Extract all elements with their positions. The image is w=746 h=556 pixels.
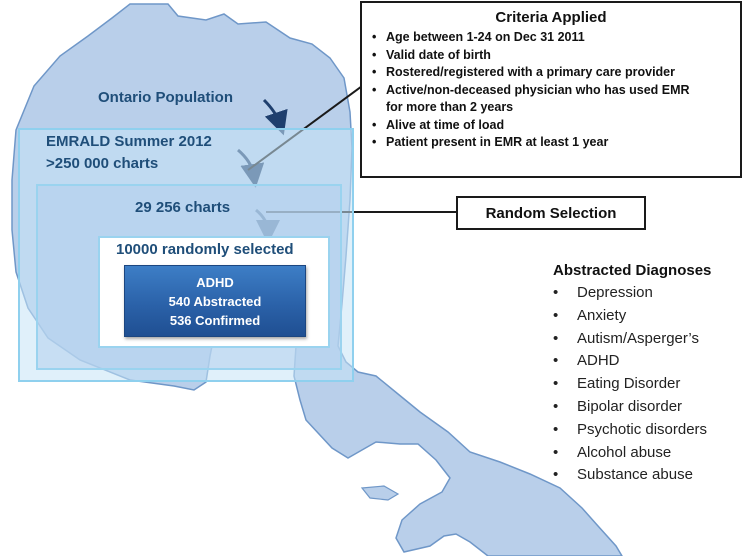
emrald-title: EMRALD Summer 2012 <box>46 133 212 150</box>
criteria-item: Active/non-deceased physician who has us… <box>372 82 730 100</box>
criteria-item-continued: for more than 2 years <box>386 100 514 114</box>
diagnosis-item: Bipolar disorder <box>553 396 707 419</box>
charts-count: 29 256 charts <box>135 199 231 216</box>
criteria-item: Rostered/registered with a primary care … <box>372 64 730 82</box>
random-selection-box: Random Selection <box>456 196 646 230</box>
arrow-ontario-to-emrald <box>262 98 288 136</box>
criteria-list: Age between 1-24 on Dec 31 2011 Valid da… <box>372 29 730 152</box>
criteria-item: Patient present in EMR at least 1 year <box>372 134 730 152</box>
diagnosis-item: Psychotic disorders <box>553 419 707 442</box>
diagnoses-list: Depression Anxiety Autism/Asperger’s ADH… <box>553 282 707 487</box>
diagnosis-item: ADHD <box>553 350 707 373</box>
diagnosis-item: Eating Disorder <box>553 373 707 396</box>
random-sample-label: 10000 randomly selected <box>116 241 294 258</box>
criteria-item: Valid date of birth <box>372 47 730 65</box>
diagnoses-title: Abstracted Diagnoses <box>553 262 712 279</box>
diagnosis-item: Depression <box>553 282 707 305</box>
adhd-box: ADHD 540 Abstracted 536 Confirmed <box>124 265 306 337</box>
criteria-item: Alive at time of load <box>372 117 730 135</box>
random-selection-label: Random Selection <box>485 204 617 222</box>
island-shape <box>360 485 400 501</box>
adhd-abstracted: 540 Abstracted <box>168 293 262 309</box>
adhd-title: ADHD <box>196 274 234 290</box>
diagnosis-item: Anxiety <box>553 305 707 328</box>
adhd-confirmed: 536 Confirmed <box>169 312 261 328</box>
ontario-population-label: Ontario Population <box>98 89 233 106</box>
diagnosis-item: Autism/Asperger’s <box>553 328 707 351</box>
criteria-title: Criteria Applied <box>495 9 607 26</box>
diagnosis-item: Substance abuse <box>553 464 707 487</box>
diagnosis-item: Alcohol abuse <box>553 442 707 465</box>
criteria-item: Age between 1-24 on Dec 31 2011 <box>372 29 730 47</box>
criteria-box: Criteria Applied Age between 1-24 on Dec… <box>360 1 742 178</box>
emrald-chart-count: >250 000 charts <box>46 155 159 172</box>
